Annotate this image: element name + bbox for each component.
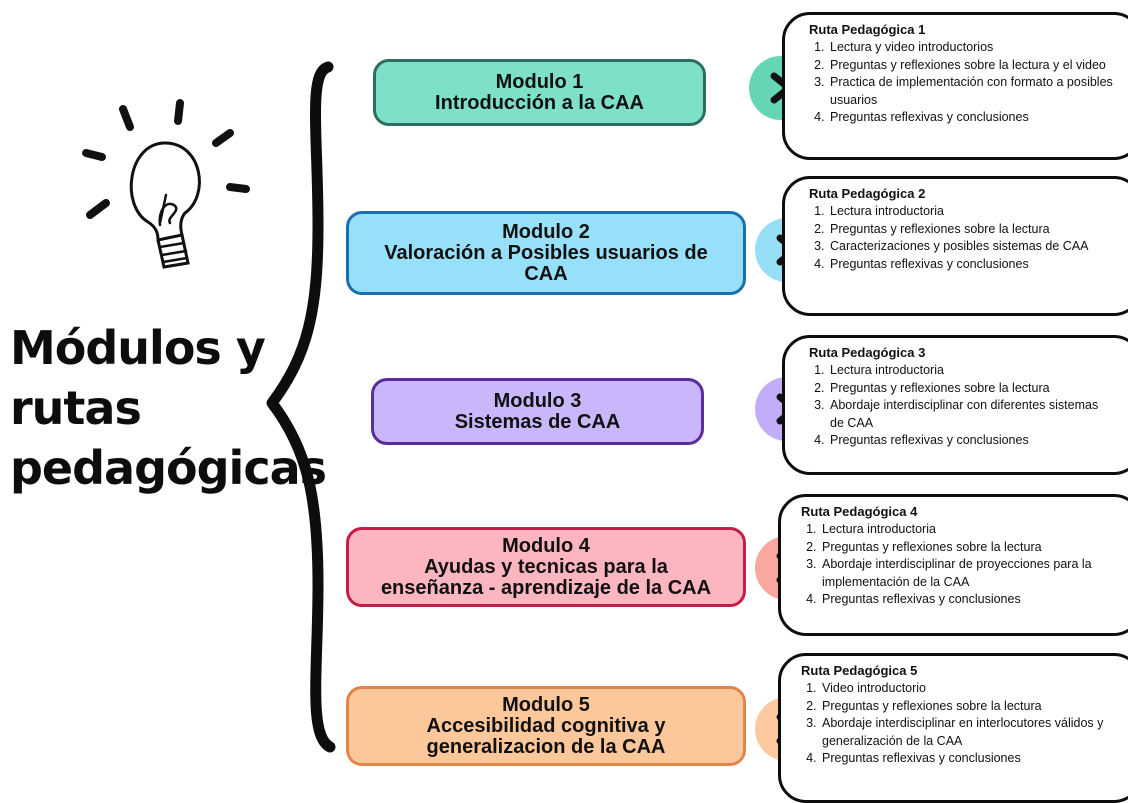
route-3-item: Lectura introductoria: [828, 362, 1128, 380]
module-5-title: generalizacion de la CAA: [426, 735, 666, 758]
module-1-title: Introducción a la CAA: [435, 91, 644, 114]
module-5-box: Modulo 5 Accesibilidad cognitiva y gener…: [346, 686, 746, 766]
route-4-item: Preguntas reflexivas y conclusiones: [820, 591, 1128, 609]
route-2-item: Caracterizaciones y posibles sistemas de…: [828, 238, 1128, 256]
route-5-card: Ruta Pedagógica 5 Video introductorio Pr…: [778, 653, 1128, 803]
title-line: pedagógicas: [10, 441, 327, 495]
route-2-title: Ruta Pedagógica 2: [809, 186, 926, 201]
title-line: Módulos y: [10, 321, 266, 375]
module-2-box: Modulo 2 Valoración a Posibles usuarios …: [346, 211, 746, 295]
route-3-item: Preguntas reflexivas y conclusiones: [828, 432, 1128, 450]
page-title: Módulos y rutas pedagógicas: [10, 318, 327, 498]
title-line: rutas: [10, 381, 142, 435]
route-1-item: Lectura y video introductorios: [828, 39, 1128, 57]
route-2-item: Lectura introductoria: [828, 203, 1128, 221]
route-2-item: Preguntas reflexivas y conclusiones: [828, 256, 1128, 274]
module-5-number: Modulo 5: [502, 693, 590, 716]
lightbulb-icon: [82, 99, 250, 269]
route-1-item: Practica de implementación con formato a…: [828, 74, 1120, 109]
route-4-card: Ruta Pedagógica 4 Lectura introductoria …: [778, 494, 1128, 636]
module-2-number: Modulo 2: [502, 220, 590, 243]
route-5-item: Preguntas y reflexiones sobre la lectura: [820, 698, 1128, 716]
module-1-number: Modulo 1: [495, 70, 584, 93]
module-2-title: CAA: [524, 262, 568, 285]
route-5-title: Ruta Pedagógica 5: [801, 663, 918, 678]
route-1-item: Preguntas reflexivas y conclusiones: [828, 109, 1128, 127]
route-2-card: Ruta Pedagógica 2 Lectura introductoria …: [782, 176, 1128, 316]
route-4-title: Ruta Pedagógica 4: [801, 504, 918, 519]
route-4-item: Abordaje interdisciplinar de proyeccione…: [820, 556, 1128, 591]
route-1-title: Ruta Pedagógica 1: [809, 22, 926, 37]
module-4-number: Modulo 4: [502, 534, 590, 557]
module-1-box: Modulo 1 Introducción a la CAA: [373, 59, 706, 126]
route-3-item: Abordaje interdisciplinar con diferentes…: [828, 397, 1110, 432]
route-1-item: Preguntas y reflexiones sobre la lectura…: [828, 57, 1128, 75]
module-3-box: Modulo 3 Sistemas de CAA: [371, 378, 704, 445]
route-2-item: Preguntas y reflexiones sobre la lectura: [828, 221, 1128, 239]
module-2-title: Valoración a Posibles usuarios de: [384, 241, 708, 264]
route-4-item: Lectura introductoria: [820, 521, 1128, 539]
module-4-title: enseñanza - aprendizaje de la CAA: [380, 576, 712, 599]
module-4-title: Ayudas y tecnicas para la: [424, 555, 668, 578]
route-1-card: Ruta Pedagógica 1 Lectura y video introd…: [782, 12, 1128, 160]
route-3-item: Preguntas y reflexiones sobre la lectura: [828, 380, 1128, 398]
module-5-title: Accesibilidad cognitiva y: [426, 714, 666, 737]
route-5-item: Video introductorio: [820, 680, 1128, 698]
route-5-item: Preguntas reflexivas y conclusiones: [820, 750, 1128, 768]
curly-brace: [266, 61, 336, 753]
module-3-title: Sistemas de CAA: [454, 410, 621, 433]
module-3-number: Modulo 3: [493, 389, 582, 412]
route-4-item: Preguntas y reflexiones sobre la lectura: [820, 539, 1128, 557]
route-3-title: Ruta Pedagógica 3: [809, 345, 926, 360]
module-4-box: Modulo 4 Ayudas y tecnicas para la enseñ…: [346, 527, 746, 607]
route-3-card: Ruta Pedagógica 3 Lectura introductoria …: [782, 335, 1128, 475]
route-5-item: Abordaje interdisciplinar en interlocuto…: [820, 715, 1112, 750]
